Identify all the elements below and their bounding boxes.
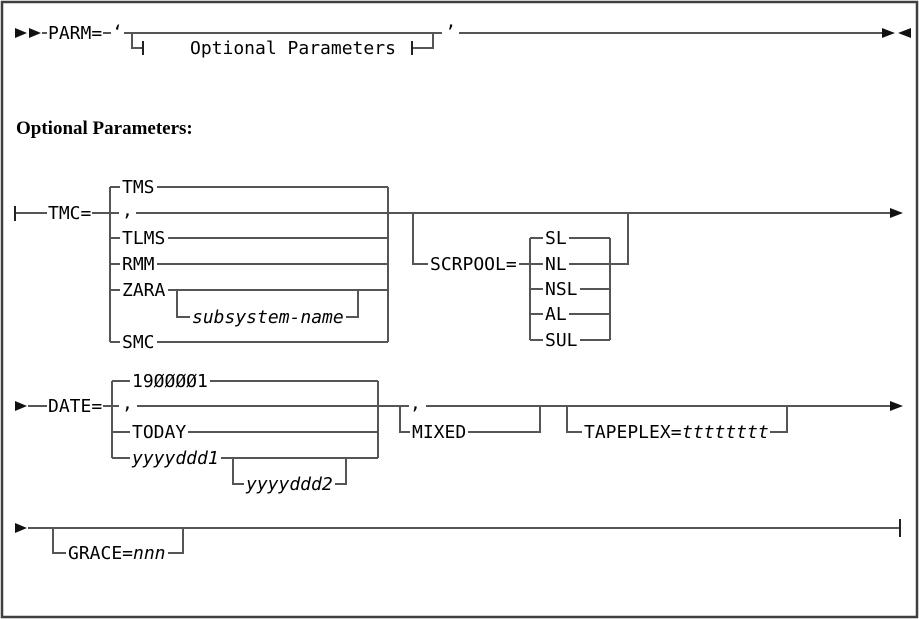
zara-optional-loop — [176, 290, 359, 318]
row-date: DATE= 19ØØØØ1 , TODAY yyyyddd1 yyyyddd2 … — [15, 371, 903, 495]
section-heading: Optional Parameters: — [16, 118, 193, 139]
row-start-arrow-icon — [15, 523, 27, 533]
row-continue-arrow-icon — [890, 208, 903, 218]
scrpool-option-al: AL — [545, 304, 567, 325]
scrpool-option-sul: SUL — [545, 330, 578, 351]
close-quote: ’ — [445, 22, 456, 43]
grace-loop-line — [52, 528, 184, 554]
start-arrow-icon — [29, 28, 41, 38]
date-range-loop — [232, 458, 347, 485]
scrpool-drop-line — [412, 213, 530, 265]
end-arrow-icon — [898, 28, 911, 38]
tapeplex-keyword: TAPEPLEX= — [584, 422, 682, 443]
parm-keyword: PARM= — [48, 23, 102, 44]
tapeplex-value: tttttttt — [682, 422, 769, 443]
scrpool-option-sl: SL — [545, 228, 567, 249]
end-arrow-icon — [882, 28, 895, 38]
tapeplex-loop-line — [566, 406, 788, 433]
tmc-option-comma: , — [122, 200, 133, 221]
row-parm: PARM= ‘ Optional Parameters ’ — [15, 22, 911, 59]
scrpool-option-line — [530, 213, 629, 265]
row-start-arrow-icon — [15, 401, 27, 411]
tmc-option-zara: ZARA — [122, 280, 166, 301]
optional-loop-line — [131, 33, 434, 49]
start-arrow-icon — [15, 28, 27, 38]
mixed-option-label: MIXED — [412, 422, 466, 443]
fragment-reference-bars — [142, 41, 413, 55]
row-grace: GRACE= nnn — [15, 519, 901, 564]
mixed-option-comma: , — [410, 393, 421, 414]
tmc-option-smc: SMC — [122, 332, 155, 353]
date-option-comma: , — [122, 393, 133, 414]
date-option-today: TODAY — [132, 422, 186, 443]
row-tmc: TMC= TMS , TLMS RMM ZARA subsystem-name … — [14, 177, 903, 353]
date-option-1900001: 19ØØØØ1 — [132, 371, 208, 392]
date-choice-rails — [111, 381, 379, 458]
scrpool-branch: SCRPOOL= SL NL NSL AL SUL — [412, 213, 629, 351]
scrpool-option-nl: NL — [545, 254, 567, 275]
tmc-option-rmm: RMM — [122, 254, 155, 275]
grace-branch: GRACE= nnn — [52, 528, 184, 564]
scrpool-option-nsl: NSL — [545, 279, 578, 300]
date-keyword: DATE= — [48, 396, 102, 417]
row-continue-arrow-icon — [890, 401, 903, 411]
date-range-yyyyddd2: yyyyddd2 — [245, 474, 333, 495]
tapeplex-branch: TAPEPLEX= tttttttt — [566, 406, 788, 443]
open-quote: ‘ — [112, 22, 123, 43]
tmc-keyword: TMC= — [48, 203, 92, 224]
mixed-loop-line — [399, 406, 541, 433]
mixed-branch: , MIXED — [399, 393, 541, 443]
zara-subsystem-name: subsystem-name — [192, 307, 344, 328]
grace-value: nnn — [133, 543, 166, 564]
tmc-option-tms: TMS — [122, 177, 155, 198]
scrpool-keyword: SCRPOOL= — [430, 254, 517, 275]
tmc-option-tlms: TLMS — [122, 228, 165, 249]
fragment-reference-label: Optional Parameters — [190, 38, 396, 59]
grace-keyword: GRACE= — [68, 543, 133, 564]
date-option-yyyyddd1: yyyyddd1 — [131, 448, 219, 469]
